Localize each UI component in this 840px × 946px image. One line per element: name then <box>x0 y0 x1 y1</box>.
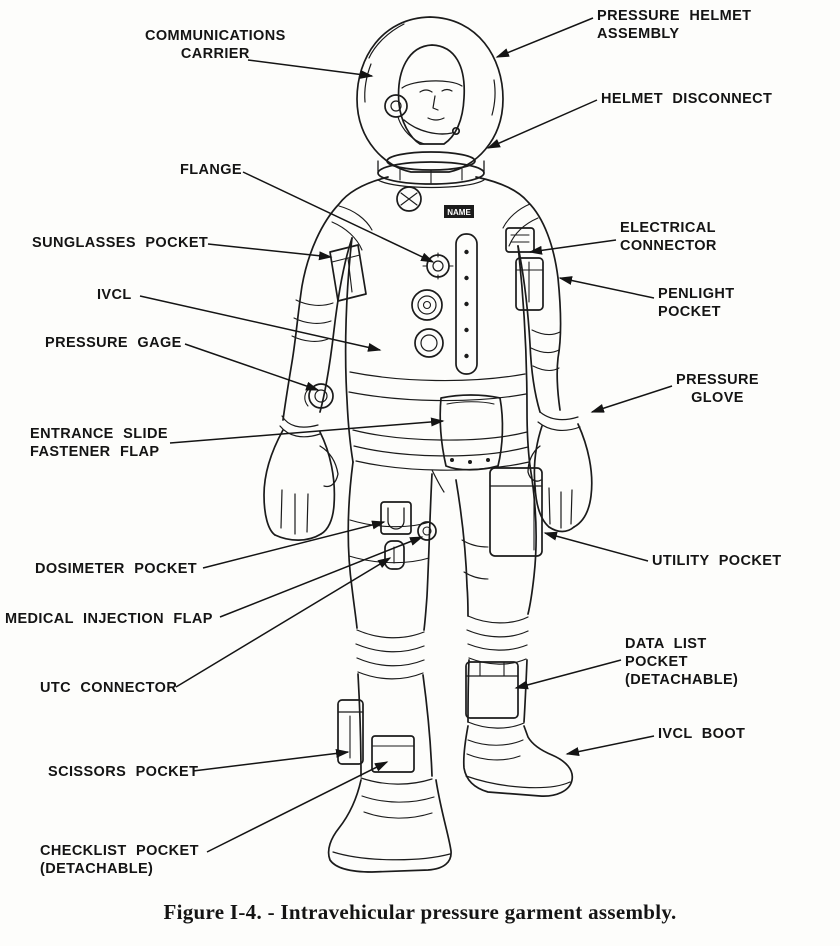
label-utility-pocket-line: UTILITY POCKET <box>652 553 782 569</box>
pressure-helmet-bubble-graphic <box>356 16 504 173</box>
label-pressure-gage: PRESSURE GAGE <box>45 335 182 353</box>
leader-flange <box>242 171 435 263</box>
dosimeter-pocket-graphic <box>380 501 412 535</box>
label-helmet-disconnect: HELMET DISCONNECT <box>601 91 772 109</box>
nasa-patch <box>396 186 422 212</box>
leader-ivcl-boot <box>565 735 655 756</box>
leader-utility-pocket <box>543 531 649 562</box>
label-penlight-pocket-line: POCKET <box>658 303 721 320</box>
chest-strip-graphic <box>455 233 478 375</box>
label-flange: FLANGE <box>180 162 242 180</box>
label-utc-connector-line: UTC CONNECTOR <box>40 680 178 696</box>
label-checklist-pocket-line: (DETACHABLE) <box>40 860 154 877</box>
label-pressure-glove-line: GLOVE <box>691 389 744 406</box>
label-entrance-slide-fastener-flap-line: FASTENER FLAP <box>30 443 160 460</box>
leader-scissors-pocket <box>192 748 350 772</box>
checklist-pocket-graphic <box>371 735 415 773</box>
label-dosimeter-pocket: DOSIMETER POCKET <box>35 561 197 579</box>
leader-medical-injection-flap <box>219 536 424 618</box>
label-ivcl-boot: IVCL BOOT <box>658 726 745 744</box>
leader-communications-carrier <box>247 59 374 79</box>
label-flange-line: FLANGE <box>180 162 243 178</box>
label-ivcl: IVCL <box>97 287 132 305</box>
pressure-glove-left-graphic <box>263 415 339 541</box>
name-tag-text: NAME <box>447 208 471 217</box>
label-data-list-pocket-line: (DETACHABLE) <box>625 671 739 688</box>
label-utc-connector: UTC CONNECTOR <box>40 680 177 698</box>
label-entrance-slide-fastener-flap-line: ENTRANCE SLIDE <box>30 426 168 442</box>
leader-helmet-disconnect <box>486 99 598 149</box>
communications-carrier-cap-graphic <box>384 44 466 145</box>
leader-penlight-pocket <box>558 276 655 299</box>
medical-injection-flap-graphic <box>417 521 437 541</box>
helmet-disconnect-ring-graphic <box>377 151 485 185</box>
leader-dosimeter-pocket <box>202 520 386 569</box>
right-leg-graphic <box>455 465 537 723</box>
figure-caption: Figure I-4. - Intravehicular pressure ga… <box>163 900 677 924</box>
right-boot-graphic <box>462 721 574 797</box>
utc-connector-graphic <box>384 540 405 570</box>
label-electrical-connector-line: ELECTRICAL <box>620 220 716 236</box>
label-medical-injection-flap: MEDICAL INJECTION FLAP <box>5 611 213 629</box>
utility-pocket-graphic <box>489 467 543 557</box>
label-pressure-glove-line: PRESSURE <box>676 372 759 388</box>
label-electrical-connector-line: CONNECTOR <box>620 237 717 254</box>
label-penlight-pocket-line: PENLIGHT <box>658 286 735 302</box>
electrical-connector-graphic <box>505 227 535 253</box>
label-sunglasses-pocket-line: SUNGLASSES POCKET <box>32 235 209 251</box>
data-list-pocket-graphic <box>465 661 519 719</box>
leader-pressure-helmet-assembly <box>495 17 594 58</box>
leader-sunglasses-pocket <box>207 243 333 261</box>
scissors-pocket-graphic <box>337 699 364 765</box>
name-tag: NAME <box>444 205 474 218</box>
leader-electrical-connector <box>528 239 617 255</box>
leader-pressure-gage <box>184 343 320 391</box>
label-communications-carrier-line: COMMUNICATIONS <box>145 28 286 44</box>
left-leg-graphic <box>347 461 445 777</box>
torso-graphic <box>282 176 562 471</box>
label-dosimeter-pocket-line: DOSIMETER POCKET <box>35 561 198 577</box>
label-checklist-pocket-line: CHECKLIST POCKET <box>40 843 199 859</box>
leader-entrance-slide-fastener-flap <box>169 417 445 444</box>
sunglasses-pocket-graphic <box>329 244 367 302</box>
label-pressure-helmet-assembly-line: ASSEMBLY <box>597 25 680 42</box>
label-utility-pocket: UTILITY POCKET <box>652 553 782 571</box>
label-pressure-helmet-assembly-line: PRESSURE HELMET <box>597 8 752 24</box>
label-ivcl-boot-line: IVCL BOOT <box>658 726 746 742</box>
penlight-pocket-graphic <box>515 257 544 311</box>
face-graphic <box>419 88 453 121</box>
label-checklist-pocket: CHECKLIST POCKET(DETACHABLE) <box>40 843 199 879</box>
left-boot-graphic <box>327 777 452 873</box>
label-helmet-disconnect-line: HELMET DISCONNECT <box>601 91 773 107</box>
leader-lines-group <box>139 17 673 853</box>
label-pressure-gage-line: PRESSURE GAGE <box>45 335 182 351</box>
flange-fitting-graphic <box>422 252 454 280</box>
leader-data-list-pocket <box>514 659 622 690</box>
gas-connectors-graphic <box>411 289 444 358</box>
label-scissors-pocket-line: SCISSORS POCKET <box>48 764 199 780</box>
label-communications-carrier-line: CARRIER <box>180 45 250 62</box>
leader-checklist-pocket <box>206 761 389 853</box>
leader-ivcl <box>139 295 382 352</box>
leader-utc-connector <box>175 557 392 688</box>
label-medical-injection-flap-line: MEDICAL INJECTION FLAP <box>5 611 213 627</box>
entrance-flap-graphic <box>439 394 504 471</box>
leader-pressure-glove <box>590 385 673 413</box>
label-data-list-pocket-line: DATA LIST <box>625 636 707 652</box>
label-sunglasses-pocket: SUNGLASSES POCKET <box>32 235 208 253</box>
label-data-list-pocket-line: POCKET <box>625 653 688 670</box>
label-scissors-pocket: SCISSORS POCKET <box>48 764 198 782</box>
label-ivcl-line: IVCL <box>97 287 132 303</box>
